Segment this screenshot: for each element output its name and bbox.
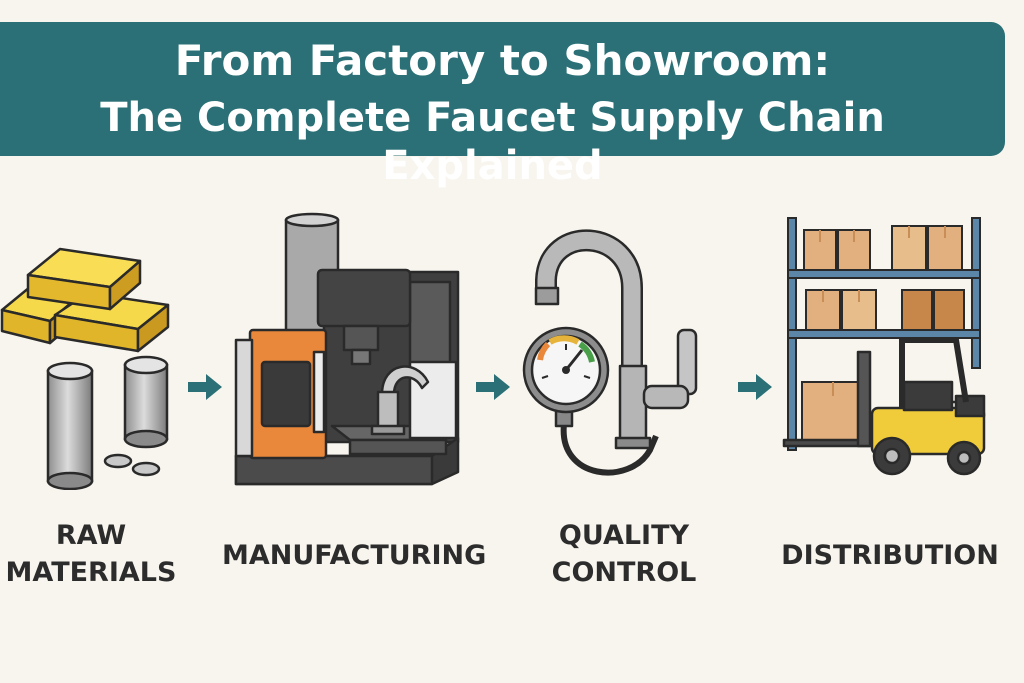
- title-line-1: From Factory to Showroom:: [174, 36, 831, 85]
- stage-label-quality-control: QUALITY CONTROL: [551, 520, 697, 588]
- cnc-machine-icon: [234, 212, 460, 486]
- title-line-2: The Complete Faucet Supply Chain Explain…: [100, 95, 885, 189]
- arrow-icon: [188, 374, 222, 400]
- warehouse-forklift-icon: [782, 217, 986, 476]
- title-banner: From Factory to Showroom: The Complete F…: [0, 22, 1005, 189]
- stage-label-distribution: DISTRIBUTION: [781, 540, 999, 571]
- pressure-gauge-faucet-icon: [522, 229, 698, 476]
- arrow-icon: [738, 374, 772, 400]
- arrow-icon: [476, 374, 510, 400]
- metal-ingots-icon: [0, 247, 170, 490]
- stage-label-raw-materials: RAW MATERIALS: [5, 520, 177, 588]
- stage-label-manufacturing: MANUFACTURING: [222, 540, 487, 571]
